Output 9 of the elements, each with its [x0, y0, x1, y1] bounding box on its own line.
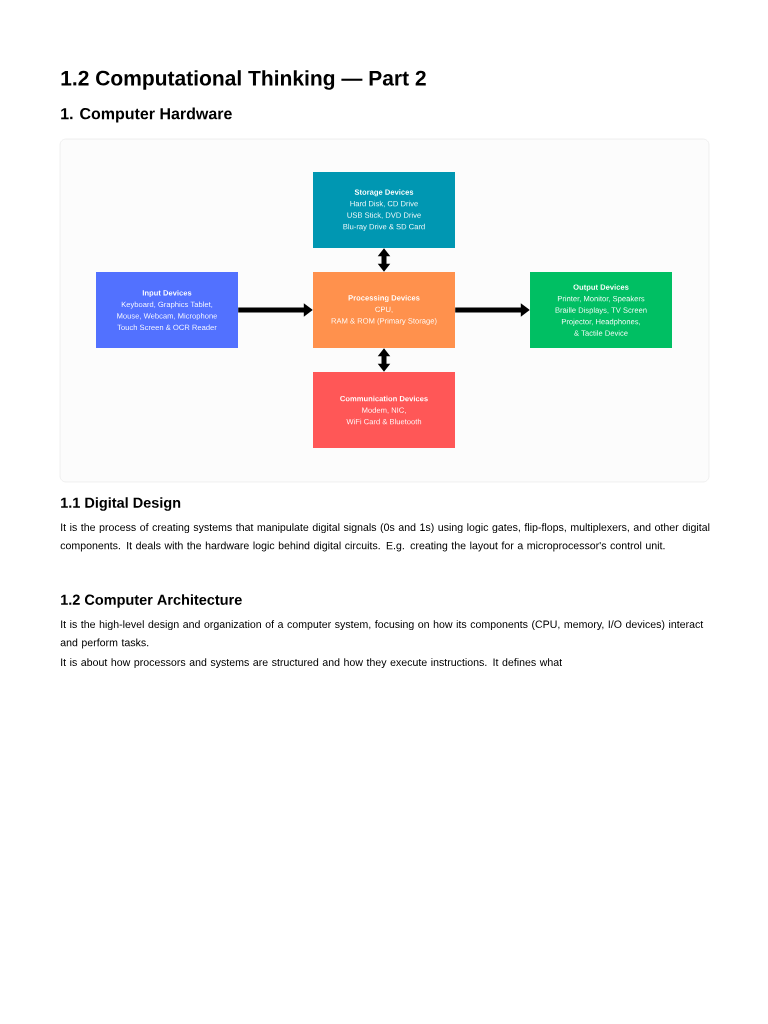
paragraph: It is the high-level design and organization of a computer system, focusing on how its components (CPU, memory, I/O devices) interact and perform tasks. — [60, 620, 704, 649]
section-heading: 1.1 Digital Design — [61, 497, 181, 511]
arrow — [377, 248, 391, 272]
section-heading: 1. Computer Hardware — [61, 107, 232, 123]
section-heading: 1.2 Computer Architecture — [61, 594, 242, 608]
paragraph: It is about how processors and systems are structured and how they execute instructions. It defines what — [61, 658, 563, 669]
paragraph: It is the process of creating systems that manipulate digital signals (0s and 1s) using logic gates, flip-flops, multiplexers, and other digital components. It deals with the hardware logic behind digital circuits. E.g. creating the layout for a microprocessor's control unit. — [60, 523, 710, 552]
page-title: 1.2 Computational Thinking — Part 2 — [61, 70, 426, 90]
arrow — [377, 348, 391, 372]
